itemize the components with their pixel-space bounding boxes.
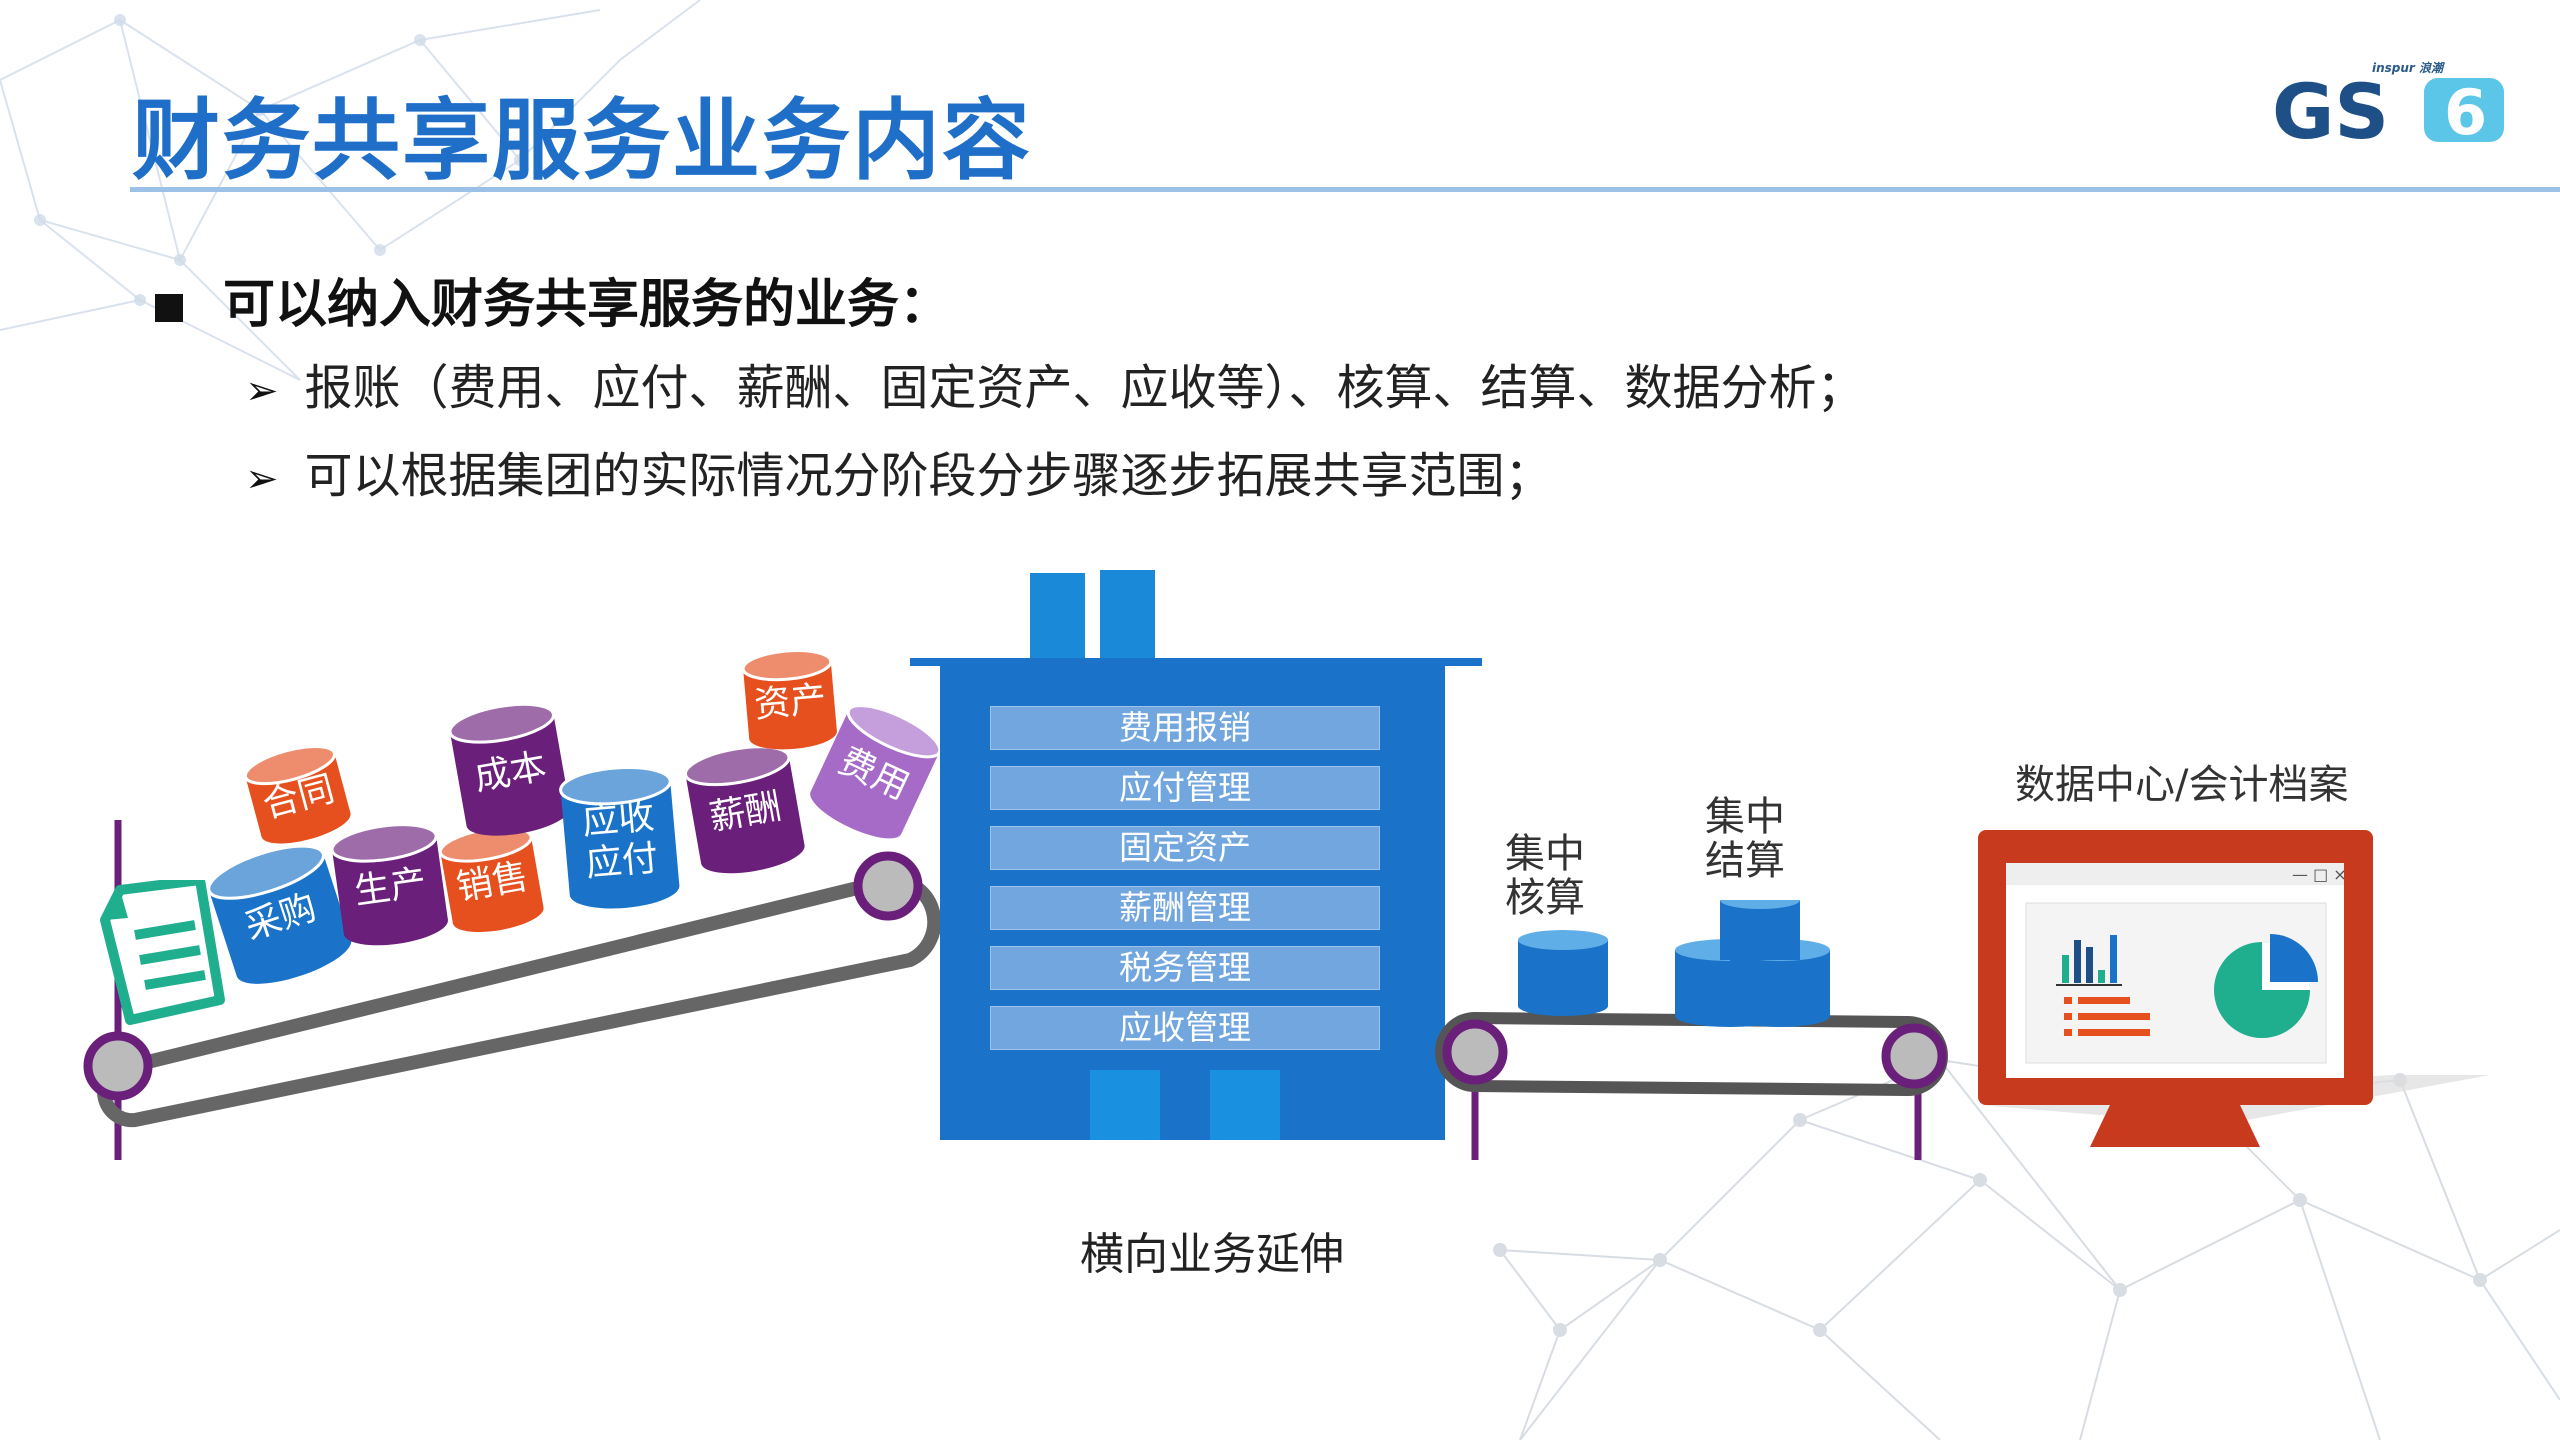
data-center-label: 数据中心/会计档案 bbox=[2015, 762, 2349, 808]
menu-item: 税务管理 bbox=[990, 946, 1380, 990]
square-bullet-icon bbox=[155, 294, 183, 322]
roof bbox=[910, 658, 1482, 666]
barrel-label: 应付 bbox=[584, 838, 659, 885]
business-barrel: 成本 bbox=[448, 702, 571, 836]
sub-bullet-1-text: 报账（费用、应付、薪酬、固定资产、应收等）、核算、结算、数据分析； bbox=[304, 360, 1865, 416]
menu-item: 费用报销 bbox=[990, 706, 1380, 750]
bar-chart-icon bbox=[2056, 935, 2122, 986]
sub-bullet-2-text: 可以根据集团的实际情况分阶段分步骤逐步拓展共享范围； bbox=[304, 448, 1553, 504]
barrel-label: 应收 bbox=[581, 796, 656, 843]
arrow-bullet-icon: ➢ bbox=[245, 456, 279, 502]
logo-badge bbox=[2424, 78, 2504, 142]
business-barrel: 薪酬 bbox=[683, 745, 805, 874]
right-conveyor bbox=[1435, 900, 1948, 1160]
roller-left bbox=[1442, 1019, 1508, 1085]
arrow-bullet-icon: ➢ bbox=[245, 368, 279, 414]
gs6-logo: inspur 浪潮 GS 6 bbox=[2272, 61, 2504, 150]
menu-item: 薪酬管理 bbox=[990, 886, 1380, 930]
business-barrel: 生产 bbox=[330, 823, 448, 946]
horizontal-extension-label: 横向业务延伸 bbox=[1080, 1229, 1344, 1280]
business-barrel: 费用 bbox=[810, 704, 942, 839]
svg-text:— □ ×: — □ × bbox=[2292, 865, 2347, 884]
menu-item: 应收管理 bbox=[990, 1006, 1380, 1050]
logo-gs-text: GS bbox=[2272, 67, 2389, 150]
accounting-drum bbox=[1518, 930, 1608, 1016]
door-left bbox=[1090, 1070, 1160, 1140]
building-service-menu: 费用报销应付管理固定资产薪酬管理税务管理应收管理 bbox=[990, 706, 1380, 1066]
document-icon bbox=[100, 880, 225, 1025]
settlement-drums bbox=[1675, 900, 1830, 1027]
main-bullet: 可以纳入财务共享服务的业务： bbox=[155, 262, 951, 337]
title-divider bbox=[130, 187, 2560, 192]
list-icon bbox=[2064, 997, 2150, 1036]
roller-left bbox=[83, 1031, 153, 1101]
centralized-settlement-label: 集中 结算 bbox=[1705, 794, 1785, 884]
sub-bullet-2: ➢ 可以根据集团的实际情况分阶段分步骤逐步拓展共享范围； bbox=[245, 436, 1553, 506]
monitor-illustration: — □ × bbox=[1978, 830, 2490, 1147]
business-barrel: 销售 bbox=[438, 826, 544, 933]
page-title: 财务共享服务业务内容 bbox=[132, 89, 1033, 192]
barrel-label: 资产 bbox=[753, 679, 828, 726]
chimney-left bbox=[1030, 573, 1085, 663]
logo-brand-text: inspur 浪潮 bbox=[2372, 61, 2445, 75]
centralized-accounting-label: 集中 核算 bbox=[1505, 831, 1585, 921]
business-barrel: 合同 bbox=[243, 745, 351, 844]
business-barrel: 采购 bbox=[207, 844, 352, 984]
menu-item: 应付管理 bbox=[990, 766, 1380, 810]
pie-chart-icon bbox=[2214, 934, 2318, 1038]
left-conveyor bbox=[83, 820, 942, 1160]
main-bullet-text: 可以纳入财务共享服务的业务： bbox=[223, 275, 952, 335]
chimney-right bbox=[1100, 570, 1155, 663]
logo-version-text: 6 bbox=[2444, 76, 2487, 149]
business-barrel: 资产 bbox=[741, 649, 837, 750]
roller-right bbox=[1881, 1023, 1947, 1089]
roller-right bbox=[853, 851, 923, 921]
barrel-label: 生产 bbox=[352, 862, 429, 913]
door-right bbox=[1210, 1070, 1280, 1140]
monitor-stand bbox=[2090, 1105, 2260, 1147]
sub-bullet-1: ➢ 报账（费用、应付、薪酬、固定资产、应收等）、核算、结算、数据分析； bbox=[245, 348, 1865, 418]
menu-item: 固定资产 bbox=[990, 826, 1380, 870]
